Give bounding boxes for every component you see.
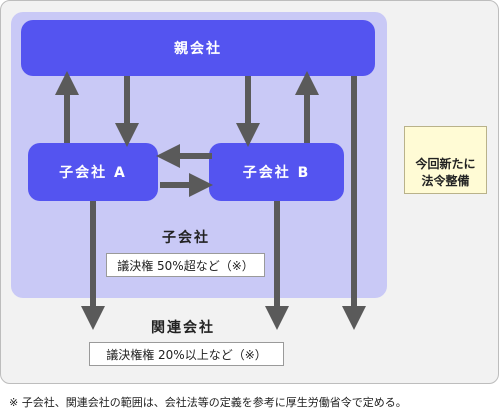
- legend-box: 今回新たに 法令整備: [404, 126, 487, 194]
- subsidiary-b-node: 子会社 B: [209, 143, 344, 201]
- subsidiary-group-label: 子会社: [162, 230, 210, 246]
- subsidiary-note-text: 議決権 50%超など（※）: [117, 258, 254, 273]
- affiliate-note-text: 議決権権 20%以上など（※）: [106, 347, 267, 362]
- subsidiary-note: 議決権 50%超など（※）: [106, 253, 265, 277]
- subsidiary-a-label: 子会社 A: [59, 165, 127, 181]
- affiliate-note: 議決権権 20%以上など（※）: [89, 342, 284, 366]
- parent-company-label: 親会社: [174, 41, 222, 57]
- legend-text: 今回新たに 法令整備: [405, 156, 486, 190]
- parent-company-node: 親会社: [21, 20, 375, 76]
- subsidiary-a-node: 子会社 A: [28, 143, 158, 201]
- footnote: ※ 子会社、関連会社の範囲は、会社法等の定義を参考に厚生労働省令で定める。: [9, 396, 407, 409]
- affiliate-label: 関連会社: [151, 320, 215, 336]
- legend-line-2: 法令整備: [421, 174, 470, 188]
- subsidiary-b-label: 子会社 B: [242, 165, 311, 181]
- legend-line-1: 今回新たに: [415, 157, 476, 171]
